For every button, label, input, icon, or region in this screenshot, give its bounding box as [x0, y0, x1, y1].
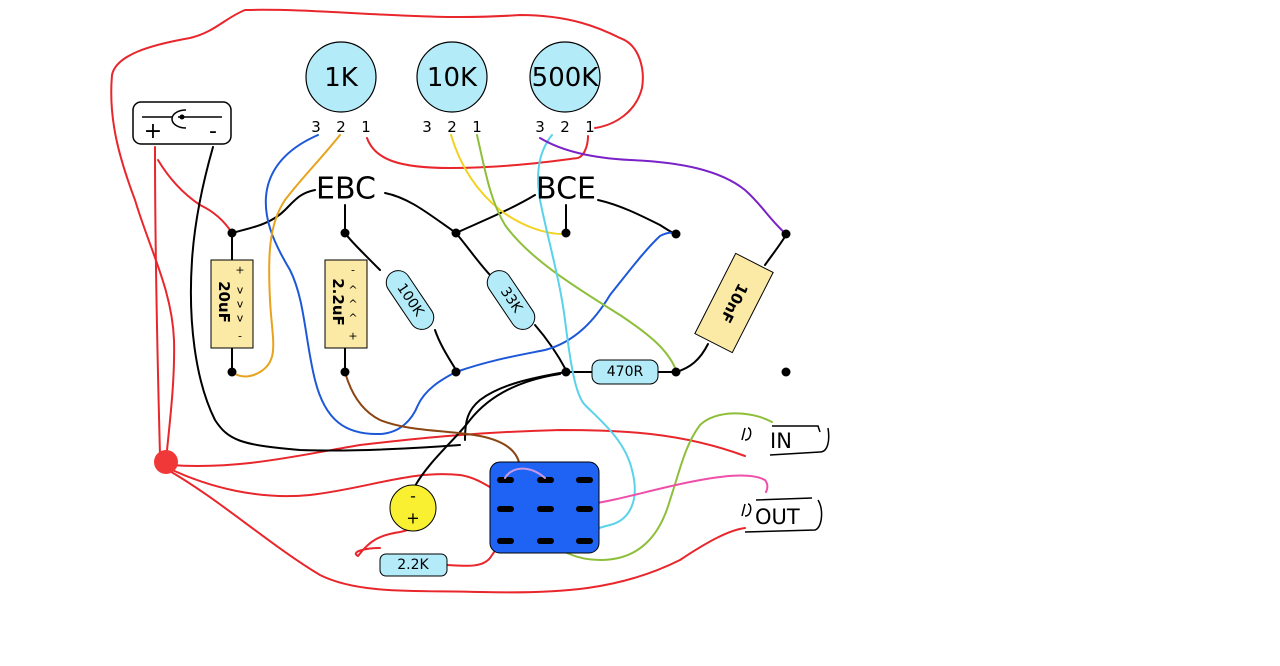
pot-10k-pin-3: 3 [422, 118, 432, 136]
capacitor-2-2uf-arrow: ^ [348, 284, 357, 297]
capacitor-2-2uf-label: 2.2uF [329, 278, 347, 326]
power-wire-pot-link [366, 135, 589, 169]
wire-10nf-top [764, 234, 787, 266]
dc-jack-plus-label: + [144, 119, 162, 144]
power-wire-out [167, 469, 746, 594]
power-wire-jack [154, 146, 161, 456]
dc-jack: + - [132, 101, 232, 145]
capacitor-2-2uf: - + ^ ^ ^ 2.2uF [324, 259, 368, 349]
input-port-label: IN [770, 429, 792, 453]
wire-ebc-collector [384, 192, 457, 234]
power-wire-in [169, 429, 746, 467]
footswitch-jumper [504, 467, 546, 479]
ground-wire-main [189, 146, 461, 452]
junction-dot [451, 367, 461, 377]
capacitor-20uf: + - v v v 20uF [210, 259, 254, 349]
resistor-2-2k: 2.2K [379, 553, 448, 577]
pot-1k-lug3-wire [231, 134, 341, 378]
input-port: IN [741, 425, 830, 456]
resistor-33k: 33K [486, 270, 536, 330]
transistor-ebc-label: EBC [316, 172, 376, 207]
wire-bce-base [455, 194, 536, 234]
pot-1k-pin-1: 1 [361, 118, 371, 136]
resistor-2-2k-label: 2.2K [397, 557, 429, 573]
wire-bce-emitter [597, 199, 677, 235]
junction-dot [781, 367, 791, 377]
capacitor-20uf-label: 20uF [215, 281, 233, 323]
capacitor-20uf-polarity-top: + [235, 264, 244, 277]
output-port-label: OUT [755, 505, 800, 529]
ground-wire-ebc [231, 189, 316, 234]
resistor-470r-label: 470R [607, 364, 644, 380]
power-wire-cap [157, 159, 233, 234]
pot-500k-pin-1: 1 [585, 118, 595, 136]
capacitor-20uf-polarity-bottom: - [238, 330, 242, 343]
power-wire-top-loop [110, 8, 644, 461]
resistor-470r: 470R [591, 359, 659, 385]
junction-dot [781, 229, 791, 239]
junction-dot [340, 228, 350, 238]
pot-10k-pin-2: 2 [447, 118, 457, 136]
footswitch-lugs [497, 477, 593, 544]
capacitor-2-2uf-polarity-bottom: + [348, 330, 357, 343]
wire-to-switch-black [464, 371, 567, 441]
resistor-100k: 100K [385, 270, 435, 330]
transistor-bce-label: BCE [536, 172, 596, 207]
capacitor-20uf-arrow: v [237, 298, 244, 311]
capacitor-20uf-arrow: v [237, 312, 244, 325]
pot-1k: 1K 3 2 1 [305, 41, 377, 136]
junction-dot [671, 367, 681, 377]
pot-500k-pin-3: 3 [535, 118, 545, 136]
pot-500k: 500K 3 2 1 [529, 41, 601, 136]
wire-33k-top [455, 232, 491, 276]
pot-10k: 10K 3 2 1 [416, 41, 488, 136]
pot-1k-label: 1K [324, 63, 359, 93]
footswitch-3pdt [489, 461, 600, 554]
junction-dot [227, 367, 237, 377]
pot-1k-wiper-wire [264, 134, 457, 436]
capacitor-2-2uf-arrow: ^ [348, 312, 357, 325]
output-port: OUT [741, 497, 823, 533]
junction-dot [561, 367, 571, 377]
wire-100k-bottom [434, 329, 457, 371]
led: - + [389, 484, 437, 532]
wire-to-led-black [414, 373, 561, 487]
pot-500k-lug3-wire [537, 134, 636, 536]
pot-10k-pin-1: 1 [472, 118, 482, 136]
pot-500k-label: 500K [532, 63, 600, 93]
pot-10k-lug3-wire [450, 134, 567, 236]
pot-1k-pin-3: 3 [311, 118, 321, 136]
out-jack-wire [584, 474, 769, 506]
junction-dots [154, 228, 791, 474]
in-jack-wire [544, 412, 773, 561]
junction-dot [340, 367, 350, 377]
junction-dot [451, 228, 461, 238]
capacitor-20uf-arrow: v [237, 284, 244, 297]
capacitor-2-2uf-polarity-top: - [351, 264, 355, 277]
capacitor-2-2uf-arrow: ^ [348, 298, 357, 311]
wire-blue-signal [455, 231, 677, 373]
pot-10k-label: 10K [427, 63, 478, 93]
wire-10nf-bottom [675, 343, 709, 373]
led-minus-label: - [410, 487, 416, 506]
pot-500k-lug1-wire [539, 137, 787, 235]
dc-jack-minus-label: - [209, 119, 217, 144]
junction-dot [227, 228, 237, 238]
junction-dot [561, 228, 571, 238]
capacitor-10nf: 10nF [694, 252, 774, 354]
junction-dot [671, 229, 681, 239]
pot-500k-pin-2: 2 [560, 118, 570, 136]
power-junction-dot [154, 450, 178, 474]
led-plus-label: + [406, 509, 419, 528]
power-wire-switch [167, 467, 506, 498]
pot-1k-pin-2: 2 [336, 118, 346, 136]
